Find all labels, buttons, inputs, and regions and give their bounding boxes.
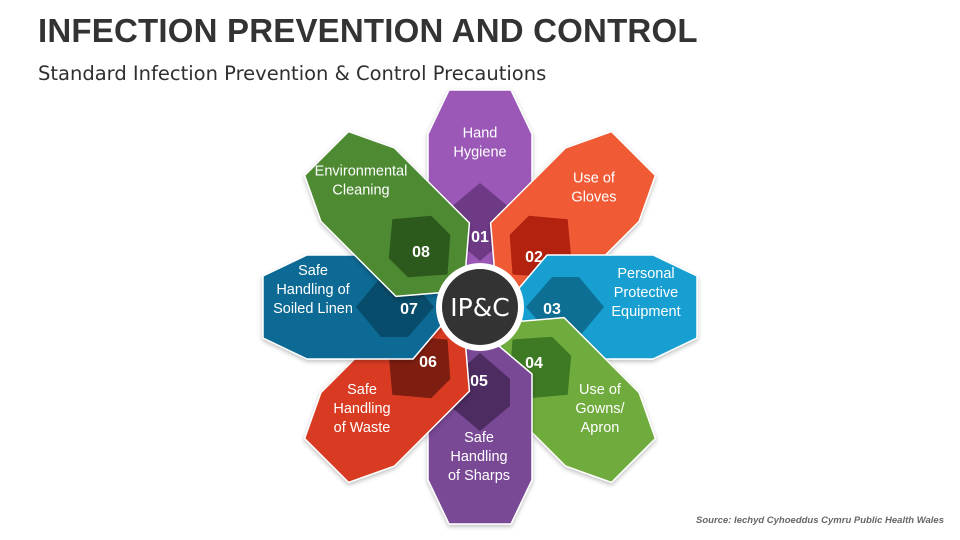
petal-label-line: Personal <box>617 266 674 282</box>
hub-circle <box>442 269 518 345</box>
petal-label-line: Hygiene <box>453 145 506 161</box>
petal-label-line: Equipment <box>611 304 680 320</box>
petal-label-line: Hand <box>463 126 498 142</box>
petal-number: 03 <box>543 301 561 318</box>
petal-number: 01 <box>471 229 489 246</box>
petal-label-line: Gowns/ <box>575 401 625 417</box>
source-note: Source: Iechyd Cyhoeddus Cymru Public He… <box>696 515 944 526</box>
petal-label-line: Safe <box>464 430 494 446</box>
petal-number: 04 <box>525 355 543 372</box>
petal-label-line: Safe <box>347 382 377 398</box>
petal-label-line: Gloves <box>571 190 616 206</box>
petal-label-line: Soiled Linen <box>273 301 353 317</box>
petal-number: 02 <box>525 249 543 266</box>
petal-label-line: Use of <box>573 171 616 187</box>
petal-label-line: Handling of <box>276 282 350 298</box>
petal-number: 05 <box>470 373 488 390</box>
hub: IP&C <box>436 263 524 351</box>
petal-label-line: Cleaning <box>332 183 389 199</box>
petal-number-badge <box>388 215 451 278</box>
petal-label-line: Handling <box>333 401 390 417</box>
petal-label-line: Safe <box>298 263 328 279</box>
petal-label-line: of Waste <box>334 420 391 436</box>
petal-label-line: Protective <box>614 285 678 301</box>
petal-label-line: Apron <box>581 420 620 436</box>
petal-label-line: of Sharps <box>448 468 510 484</box>
petal-label-line: Environmental <box>315 164 408 180</box>
petal-number: 07 <box>400 301 418 318</box>
page-title: INFECTION PREVENTION AND CONTROL <box>38 12 698 49</box>
page-subtitle: Standard Infection Prevention & Control … <box>38 62 547 85</box>
petal-label-line: Use of <box>579 382 622 398</box>
hub-label: IP&C <box>450 293 509 322</box>
petal-number: 06 <box>419 354 437 371</box>
petal-number: 08 <box>412 244 430 261</box>
petal-label-line: Handling <box>450 449 507 465</box>
